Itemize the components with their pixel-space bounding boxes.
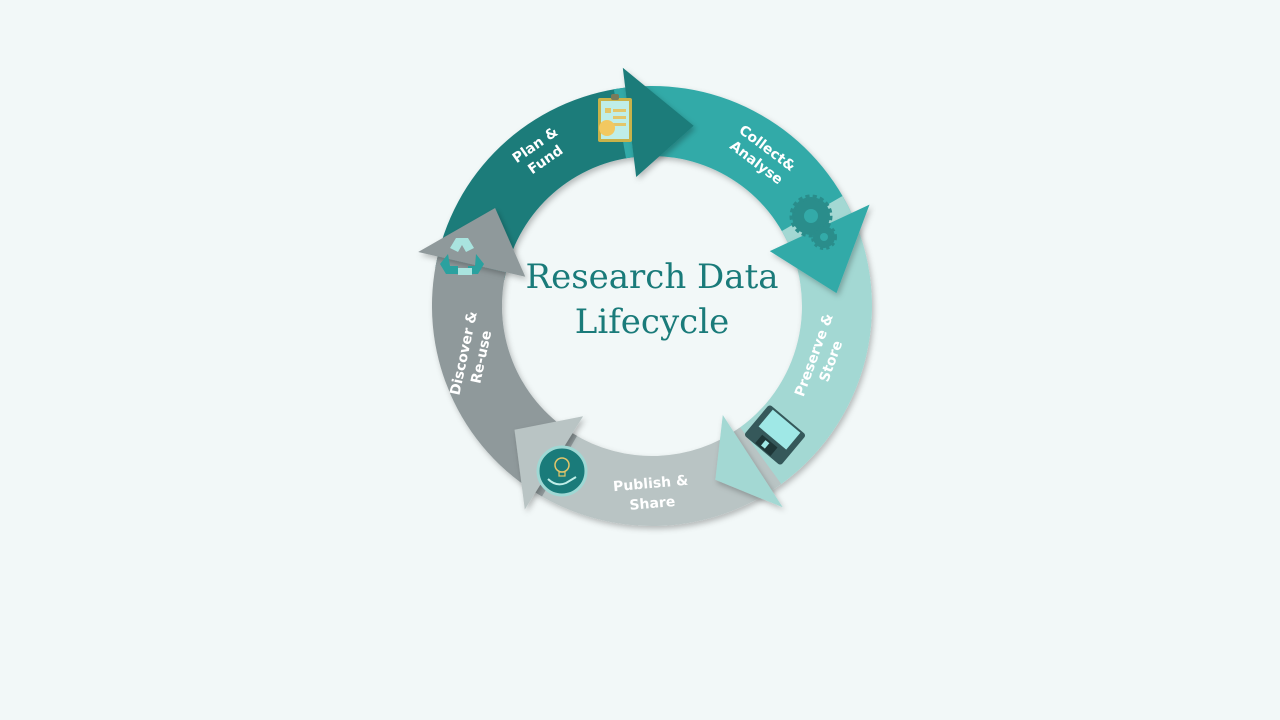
stage-label-line1: Publish & (612, 473, 688, 495)
stage-label-publish: Publish & Share (612, 473, 688, 514)
stage-label-line2: Share (629, 494, 676, 514)
arrow-head-collect (769, 204, 870, 294)
diagram-title-line1: Research Data (525, 257, 778, 297)
recycle-icon (440, 238, 484, 275)
arrow-head-plan (622, 67, 694, 177)
gears-icon (789, 194, 837, 250)
floppy-disk-icon (744, 405, 806, 465)
hand-lightbulb-icon (536, 445, 588, 497)
arrow-head-discover (418, 208, 526, 277)
clipboard-icon (598, 94, 632, 142)
arrow-head-preserve (715, 415, 783, 508)
diagram-title-line2: Lifecycle (575, 302, 729, 342)
